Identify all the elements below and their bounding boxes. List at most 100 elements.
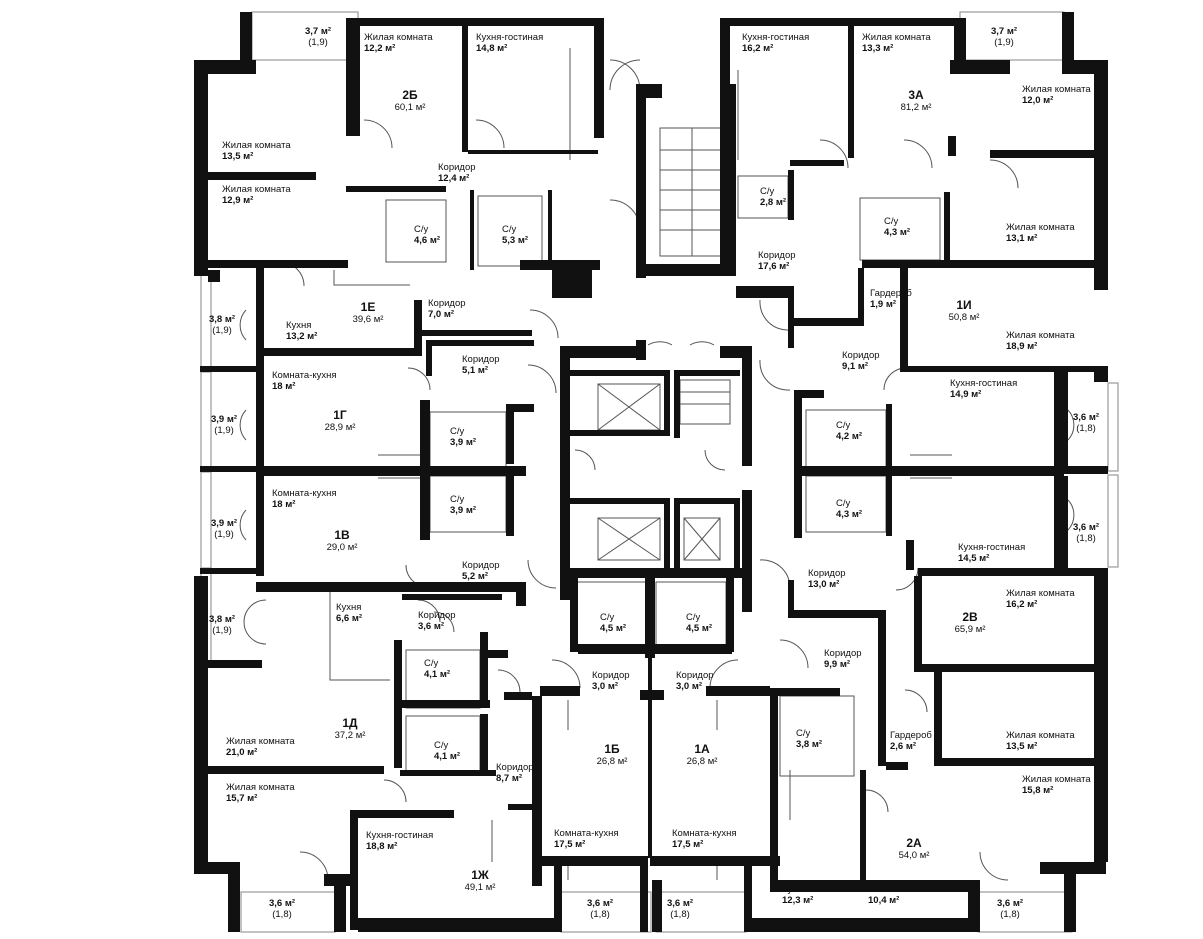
apartment-code: 1Д bbox=[342, 716, 358, 730]
apartment-code: 1В bbox=[334, 528, 350, 542]
apartment-area: 39,6 м² bbox=[352, 314, 384, 325]
room-label: 3,6 м²(1,8) bbox=[1072, 522, 1100, 544]
room-label: 3,9 м²(1,9) bbox=[210, 518, 238, 540]
apartment-code: 1И bbox=[956, 298, 972, 312]
room-label: 3,6 м²(1,8) bbox=[666, 898, 694, 920]
room-label: 3,6 м²(1,8) bbox=[586, 898, 614, 920]
apartment-area: 81,2 м² bbox=[900, 102, 932, 113]
apartment-code: 1Б bbox=[604, 742, 620, 756]
apartment-code: 1А bbox=[694, 742, 710, 756]
walls bbox=[194, 12, 1108, 932]
room-label: 3,8 м²(1,9) bbox=[208, 314, 236, 336]
apartment-code: 3А bbox=[908, 88, 924, 102]
apartment-area: 49,1 м² bbox=[464, 882, 496, 893]
door-swings bbox=[239, 59, 1075, 881]
apartment-area: 26,8 м² bbox=[596, 756, 628, 767]
apartment-area: 29,0 м² bbox=[326, 542, 358, 553]
apartment-area: 54,0 м² bbox=[898, 850, 930, 861]
apartment-code: 2В bbox=[962, 610, 978, 624]
room-label: 3,8 м²(1,9) bbox=[208, 614, 236, 636]
apartment-area: 60,1 м² bbox=[394, 102, 426, 113]
room-label: 3,6 м²(1,8) bbox=[268, 898, 296, 920]
apartment-code: 1Ж bbox=[471, 868, 489, 882]
room-label: 3,7 м²(1,9) bbox=[990, 26, 1018, 48]
apartment-area: 26,8 м² bbox=[686, 756, 718, 767]
room-label: 3,9 м²(1,9) bbox=[210, 414, 238, 436]
apartment-area: 50,8 м² bbox=[948, 312, 980, 323]
apartment-code: 2А bbox=[906, 836, 922, 850]
room-label: 3,6 м²(1,8) bbox=[996, 898, 1024, 920]
apartment-code: 2Б bbox=[402, 88, 418, 102]
apartment-code: 1Г bbox=[333, 408, 347, 422]
apartment-area: 65,9 м² bbox=[954, 624, 986, 635]
room-label: 3,7 м²(1,9) bbox=[304, 26, 332, 48]
apartment-area: 37,2 м² bbox=[334, 730, 366, 741]
apartment-code: 1Е bbox=[360, 300, 376, 314]
apartment-area: 28,9 м² bbox=[324, 422, 356, 433]
